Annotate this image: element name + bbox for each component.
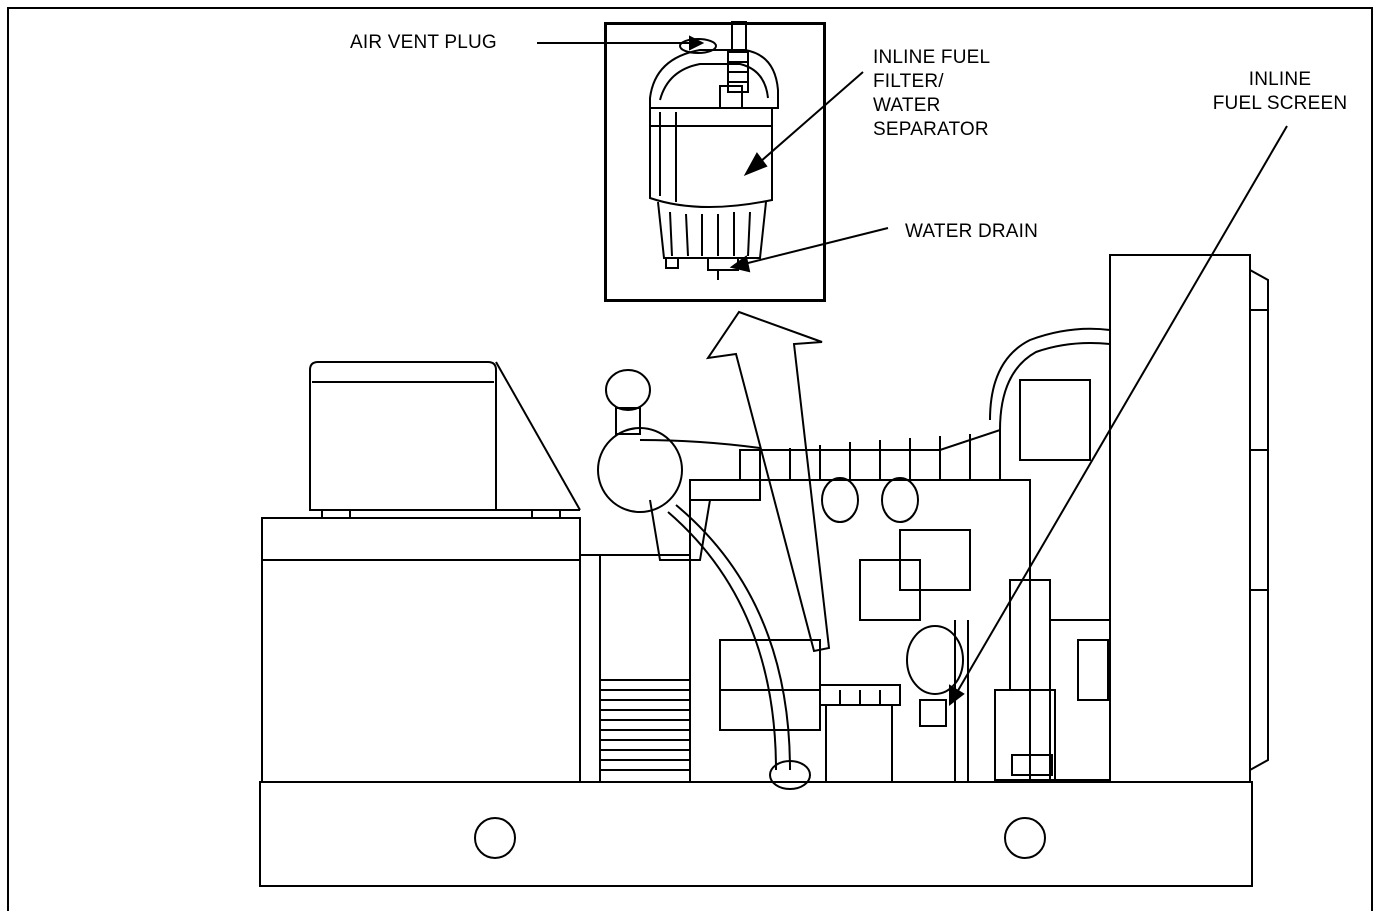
- water-drain-label: WATER DRAIN: [905, 221, 1039, 242]
- air-vent-plug-label: AIR VENT PLUG: [350, 32, 497, 53]
- left-fins: [600, 679, 690, 771]
- inline-fuel-screen-label: INLINE FUEL SCREEN: [1212, 69, 1348, 114]
- pointer-arrow: [705, 310, 831, 653]
- filter-inset-box: [604, 22, 826, 302]
- generator-drawing: [259, 254, 1269, 887]
- inline-fuel-filter-label: INLINE FUEL FILTER/ WATER SEPARATOR: [873, 47, 991, 140]
- leader-lines: [537, 35, 1288, 707]
- fuel-filter-drawing: [649, 21, 779, 280]
